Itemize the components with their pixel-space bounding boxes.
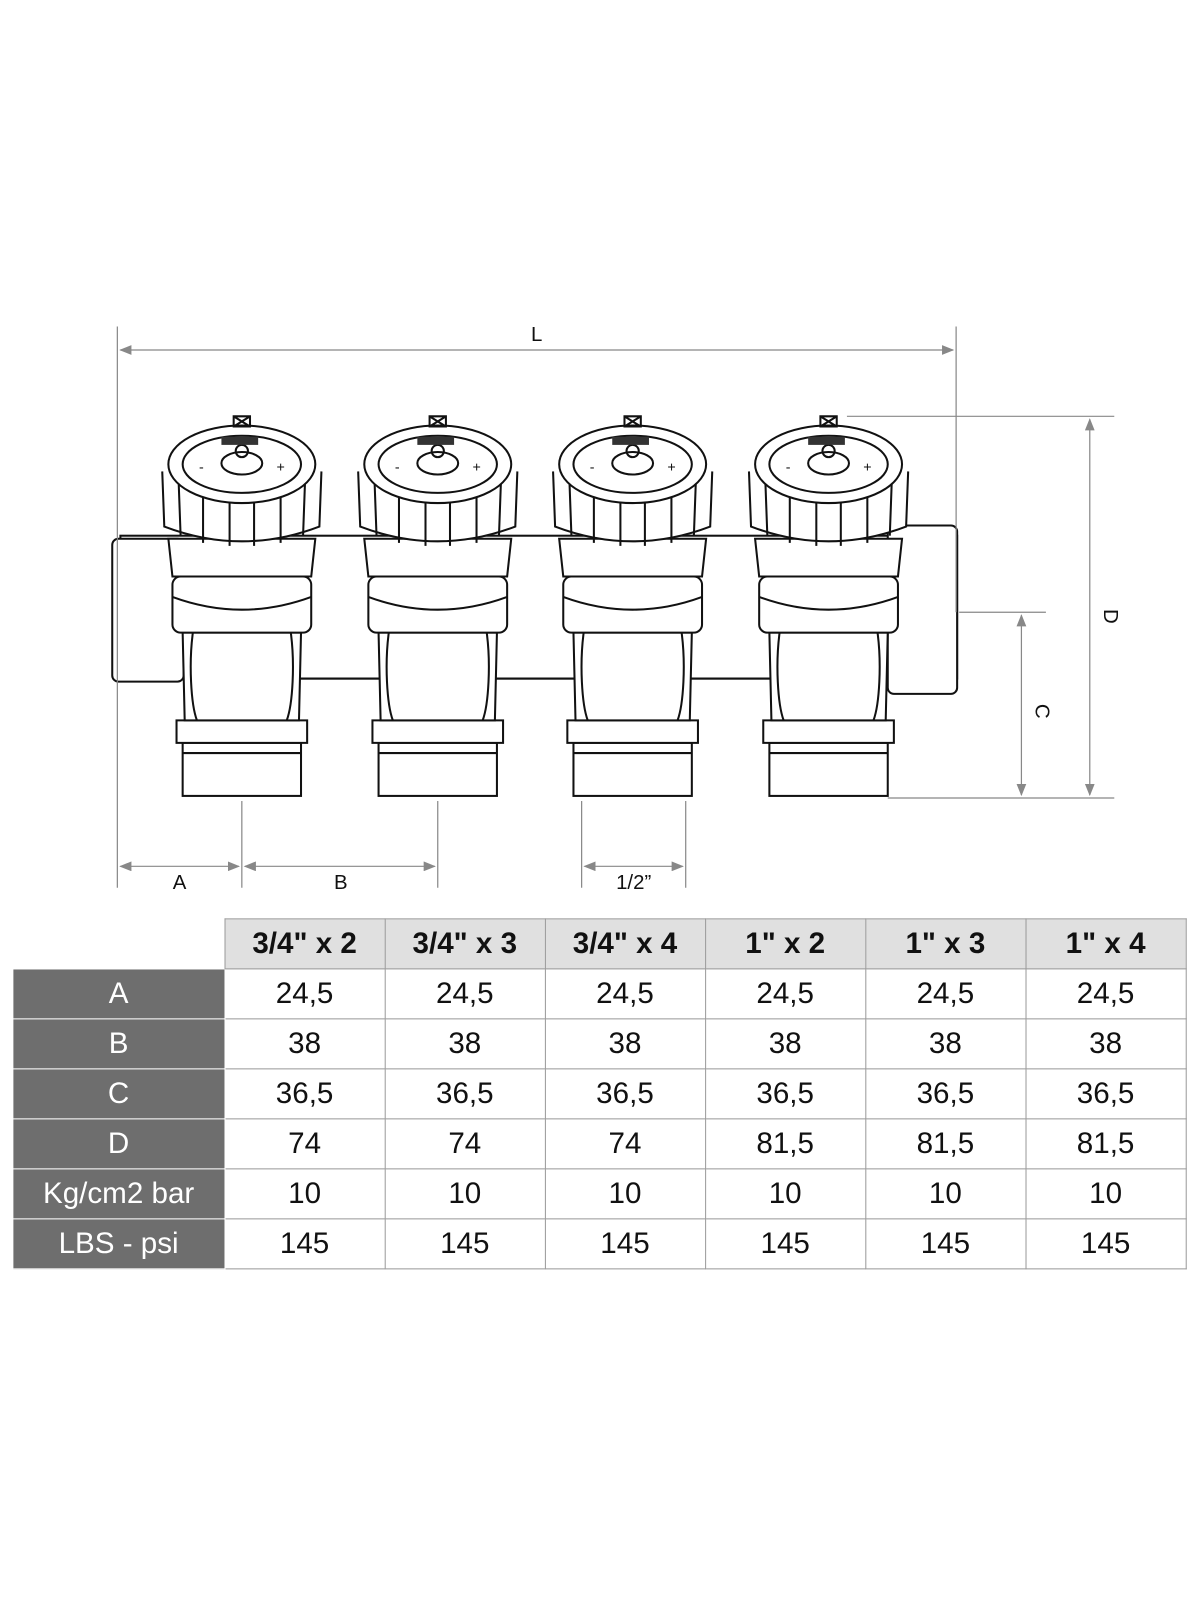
table-cell: 10 [864, 1168, 1027, 1220]
table-cell: 36,5 [864, 1068, 1027, 1120]
table-cell: 38 [704, 1018, 866, 1070]
table-cell: 81,5 [1024, 1118, 1187, 1170]
row-header: C [12, 1068, 225, 1120]
column-header: 1" x 3 [864, 918, 1027, 970]
table-cell: 81,5 [864, 1118, 1027, 1170]
table-cell: 145 [223, 1218, 386, 1270]
valve-3 [552, 415, 714, 797]
table-cell: 36,5 [544, 1068, 706, 1120]
dim-label-A: A [173, 872, 187, 894]
table-cell: 36,5 [223, 1068, 386, 1120]
row-header: Kg/cm2 bar [12, 1168, 225, 1220]
table-cell: 36,5 [704, 1068, 866, 1120]
table-cell: 145 [544, 1218, 706, 1270]
row-header: LBS - psi [12, 1218, 225, 1270]
table-cell: 10 [384, 1168, 546, 1220]
column-header: 3/4" x 4 [544, 918, 706, 970]
dim-label-D: D [1099, 609, 1121, 624]
table-cell: 145 [384, 1218, 546, 1270]
column-header: 3/4" x 2 [223, 918, 386, 970]
table-cell: 10 [544, 1168, 706, 1220]
manifold-drawing: - + L D C A B 1/2” [111, 324, 1121, 894]
table-cell: 24,5 [864, 968, 1027, 1020]
dim-label-B: B [334, 872, 348, 894]
valve-2 [357, 415, 519, 797]
table-cell: 74 [544, 1118, 706, 1170]
table-cell: 81,5 [704, 1118, 866, 1170]
table-cell: 74 [384, 1118, 546, 1170]
table-cell: 24,5 [1024, 968, 1187, 1020]
table-cell: 38 [1024, 1018, 1187, 1070]
valve-4 [747, 415, 910, 797]
dimension-lines [116, 326, 1115, 888]
table-cell: 38 [864, 1018, 1027, 1070]
table-cell: 24,5 [223, 968, 386, 1020]
dim-label-C: C [1031, 704, 1053, 719]
column-header: 1" x 2 [704, 918, 866, 970]
dim-label-L: L [531, 324, 542, 346]
table-cell: 10 [223, 1168, 386, 1220]
table-cell: 24,5 [544, 968, 706, 1020]
table-cell: 24,5 [704, 968, 866, 1020]
table-cell: 36,5 [1024, 1068, 1187, 1120]
table-cell: 10 [704, 1168, 866, 1220]
table-cell: 145 [704, 1218, 866, 1270]
table-cell: 38 [544, 1018, 706, 1070]
table-cell: 24,5 [384, 968, 546, 1020]
table-cell: 145 [1024, 1218, 1187, 1270]
row-header: D [12, 1118, 225, 1170]
table-cell: 10 [1024, 1168, 1187, 1220]
column-header: 1" x 4 [1024, 918, 1187, 970]
table-cell: 38 [223, 1018, 386, 1070]
table-cell: 36,5 [384, 1068, 546, 1120]
table-cell: 74 [223, 1118, 386, 1170]
column-header: 3/4" x 3 [384, 918, 546, 970]
row-header: B [12, 1018, 225, 1070]
dim-label-outlet: 1/2” [616, 872, 651, 894]
row-header: A [12, 968, 225, 1020]
table-cell: 38 [384, 1018, 546, 1070]
table-corner [12, 918, 225, 969]
valve-1 [161, 415, 323, 797]
table-cell: 145 [864, 1218, 1027, 1270]
